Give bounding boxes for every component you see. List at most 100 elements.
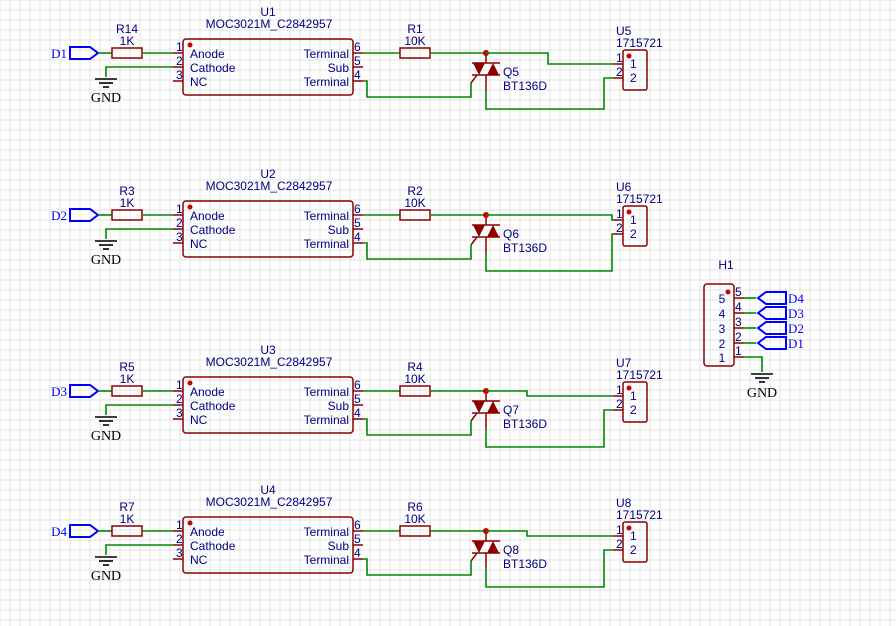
opto-value: MOC3021M_C2842957 xyxy=(206,355,333,369)
pin-name: Terminal xyxy=(304,385,349,399)
connector-body xyxy=(622,521,648,563)
pin-number: 5 xyxy=(735,285,742,299)
resistor-body xyxy=(111,209,143,221)
resistor-ref: R4 xyxy=(407,360,423,374)
pin-name: 1 xyxy=(630,389,637,403)
triac-diode-down xyxy=(473,225,485,237)
pin-name: Terminal xyxy=(304,209,349,223)
pin-name: Terminal xyxy=(304,525,349,539)
pin-name: 2 xyxy=(630,71,637,85)
pin-name: 5 xyxy=(719,292,726,306)
resistor-ref: R7 xyxy=(119,500,135,514)
pin-number: 4 xyxy=(354,68,361,82)
opto-ref: U2 xyxy=(260,167,276,181)
ground-label: GND xyxy=(91,429,121,444)
ground-symbol[interactable]: GND xyxy=(91,78,121,106)
wire xyxy=(744,356,763,372)
pin-number: 3 xyxy=(735,315,742,329)
wire xyxy=(486,214,613,221)
pin-name: Sub xyxy=(328,539,350,553)
net-port-flag[interactable] xyxy=(756,306,787,320)
pin-name: NC xyxy=(190,413,208,427)
pin-number: 2 xyxy=(616,397,623,411)
resistor-ref: R3 xyxy=(119,184,135,198)
pin-name: 2 xyxy=(630,403,637,417)
triac-gate xyxy=(470,236,478,246)
net-port-flag[interactable] xyxy=(69,384,100,398)
pin-number: 2 xyxy=(176,392,183,406)
pin-number: 2 xyxy=(616,221,623,235)
ground-symbol[interactable]: GND xyxy=(91,416,121,444)
resistor-ref: R1 xyxy=(407,22,423,36)
pin-number: 2 xyxy=(616,537,623,551)
pin-number: 6 xyxy=(354,40,361,54)
pin-name: 2 xyxy=(630,227,637,241)
connector-ref: U7 xyxy=(616,356,632,370)
pin-name: 1 xyxy=(630,57,637,71)
pin-number: 2 xyxy=(176,532,183,546)
net-port-flag[interactable] xyxy=(756,291,787,305)
pin-number: 3 xyxy=(176,230,183,244)
triac-diode-up xyxy=(487,63,499,75)
pin1-marker xyxy=(626,525,632,531)
resistor-value: 1K xyxy=(120,34,135,48)
resistor-value: 10K xyxy=(404,196,425,210)
ground-symbol[interactable]: GND xyxy=(747,373,777,401)
pin-name: 1 xyxy=(719,351,726,365)
wire xyxy=(486,390,613,397)
opto-value: MOC3021M_C2842957 xyxy=(206,179,333,193)
triac-diode-up xyxy=(487,541,499,553)
wire xyxy=(363,242,472,260)
net-port-flag[interactable] xyxy=(69,208,100,222)
pin-name: 2 xyxy=(719,337,726,351)
net-port-label: D3 xyxy=(51,384,67,399)
connector-ref: U5 xyxy=(616,24,632,38)
opto-ref: U3 xyxy=(260,343,276,357)
net-port-flag[interactable] xyxy=(69,46,100,60)
resistor-value: 1K xyxy=(120,512,135,526)
wire xyxy=(485,77,613,110)
pin-number: 4 xyxy=(354,546,361,560)
ground-symbol[interactable]: GND xyxy=(91,240,121,268)
pin-name: Anode xyxy=(190,209,225,223)
pin-name: NC xyxy=(190,553,208,567)
net-port-flag[interactable] xyxy=(756,336,787,350)
pin1-marker xyxy=(626,209,632,215)
pin-name: NC xyxy=(190,237,208,251)
pin1-marker xyxy=(187,42,193,48)
pin-number: 1 xyxy=(616,383,623,397)
pin-number: 1 xyxy=(616,51,623,65)
net-port-flag[interactable] xyxy=(69,524,100,538)
pin-name: Cathode xyxy=(190,61,236,75)
wire xyxy=(485,233,613,272)
connector-body xyxy=(622,205,648,247)
pin-number: 2 xyxy=(616,65,623,79)
ground-symbol[interactable]: GND xyxy=(91,556,121,584)
net-port-flag[interactable] xyxy=(756,321,787,335)
pin-number: 1 xyxy=(176,202,183,216)
resistor-ref: R5 xyxy=(119,360,135,374)
wire xyxy=(105,228,173,239)
